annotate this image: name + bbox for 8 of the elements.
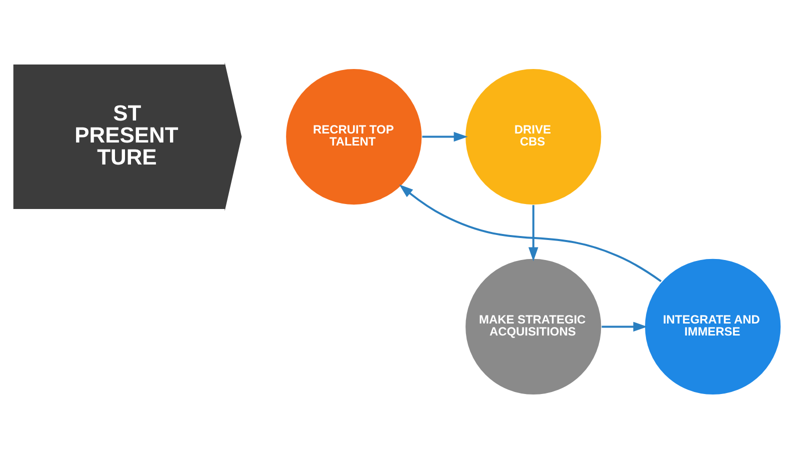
- node-circle: RECRUIT TOP TALENT: [285, 67, 423, 206]
- node-circle: MAKE STRATEGIC ACQUISITIONS: [464, 257, 602, 395]
- node-circle: INTEGRATE AND IMMERSE: [644, 257, 782, 395]
- node-circle: DRIVE CBS: [464, 67, 602, 206]
- arrow: [399, 184, 662, 282]
- arrow: [422, 131, 468, 142]
- arrow: [528, 204, 538, 261]
- arrow: [602, 321, 648, 332]
